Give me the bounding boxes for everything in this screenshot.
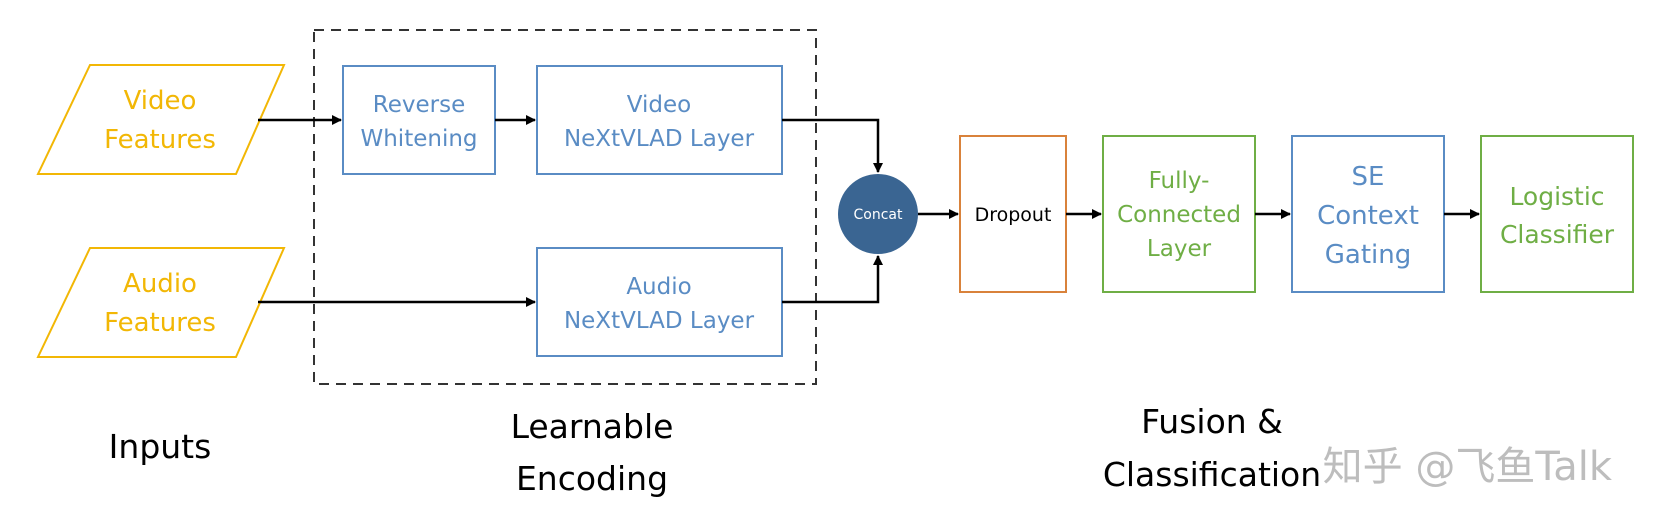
video-features-line2: Features xyxy=(104,125,216,155)
audio-features-shape xyxy=(36,247,286,358)
section-label-inputs: Inputs xyxy=(109,427,212,466)
fully-connected-box: Fully- Connected Layer xyxy=(1102,135,1256,293)
reverse-whitening-box: Reverse Whitening xyxy=(342,65,496,175)
logistic-classifier-box: Logistic Classifier xyxy=(1480,135,1634,293)
audio-nextvlad-rect xyxy=(536,247,783,357)
section-label-fusion-line2: Classification xyxy=(1103,455,1321,494)
section-label-encoding-line2: Encoding xyxy=(516,459,668,498)
logistic-classifier-rect xyxy=(1480,135,1634,293)
dropout-box: Dropout xyxy=(959,135,1067,293)
arrow-audio-nextvlad-to-concat xyxy=(782,255,883,304)
video-nextvlad-rect xyxy=(536,65,783,175)
learnable-encoding-container xyxy=(313,29,817,385)
concat-label: Concat xyxy=(854,207,903,223)
reverse-whitening-line1: Reverse xyxy=(373,92,465,118)
se-context-gating-line3: Gating xyxy=(1325,240,1411,270)
audio-features-input: Audio Features xyxy=(36,247,286,358)
video-nextvlad-box: Video NeXtVLAD Layer xyxy=(536,65,783,175)
video-features-line1: Video xyxy=(124,86,197,116)
fully-connected-line3: Layer xyxy=(1147,236,1212,262)
reverse-whitening-line2: Whitening xyxy=(360,126,477,152)
video-nextvlad-line2: NeXtVLAD Layer xyxy=(564,126,755,152)
se-context-gating-line2: Context xyxy=(1317,201,1419,231)
audio-features-line2: Features xyxy=(104,308,216,338)
audio-features-line1: Audio xyxy=(123,269,197,299)
logistic-classifier-line1: Logistic xyxy=(1509,182,1604,211)
arrow-video-nextvlad-to-concat xyxy=(782,118,883,173)
reverse-whitening-rect xyxy=(342,65,496,175)
logistic-classifier-line2: Classifier xyxy=(1500,220,1615,249)
se-context-gating-line1: SE xyxy=(1352,162,1385,192)
video-nextvlad-line1: Video xyxy=(627,92,691,118)
concat-circle xyxy=(838,174,918,254)
fully-connected-line2: Connected xyxy=(1117,202,1241,228)
audio-nextvlad-line2: NeXtVLAD Layer xyxy=(564,308,755,334)
section-label-encoding-line1: Learnable xyxy=(511,407,674,446)
video-features-shape xyxy=(36,64,286,175)
concat-node: Concat xyxy=(838,174,918,254)
se-context-gating-box: SE Context Gating xyxy=(1291,135,1445,293)
audio-nextvlad-line1: Audio xyxy=(626,274,691,300)
dropout-label: Dropout xyxy=(975,204,1052,226)
watermark: 知乎 @飞鱼Talk xyxy=(1323,444,1613,490)
video-features-input: Video Features xyxy=(36,64,286,175)
fully-connected-line1: Fully- xyxy=(1149,168,1210,194)
audio-nextvlad-box: Audio NeXtVLAD Layer xyxy=(536,247,783,357)
section-label-fusion-line1: Fusion & xyxy=(1141,402,1283,441)
